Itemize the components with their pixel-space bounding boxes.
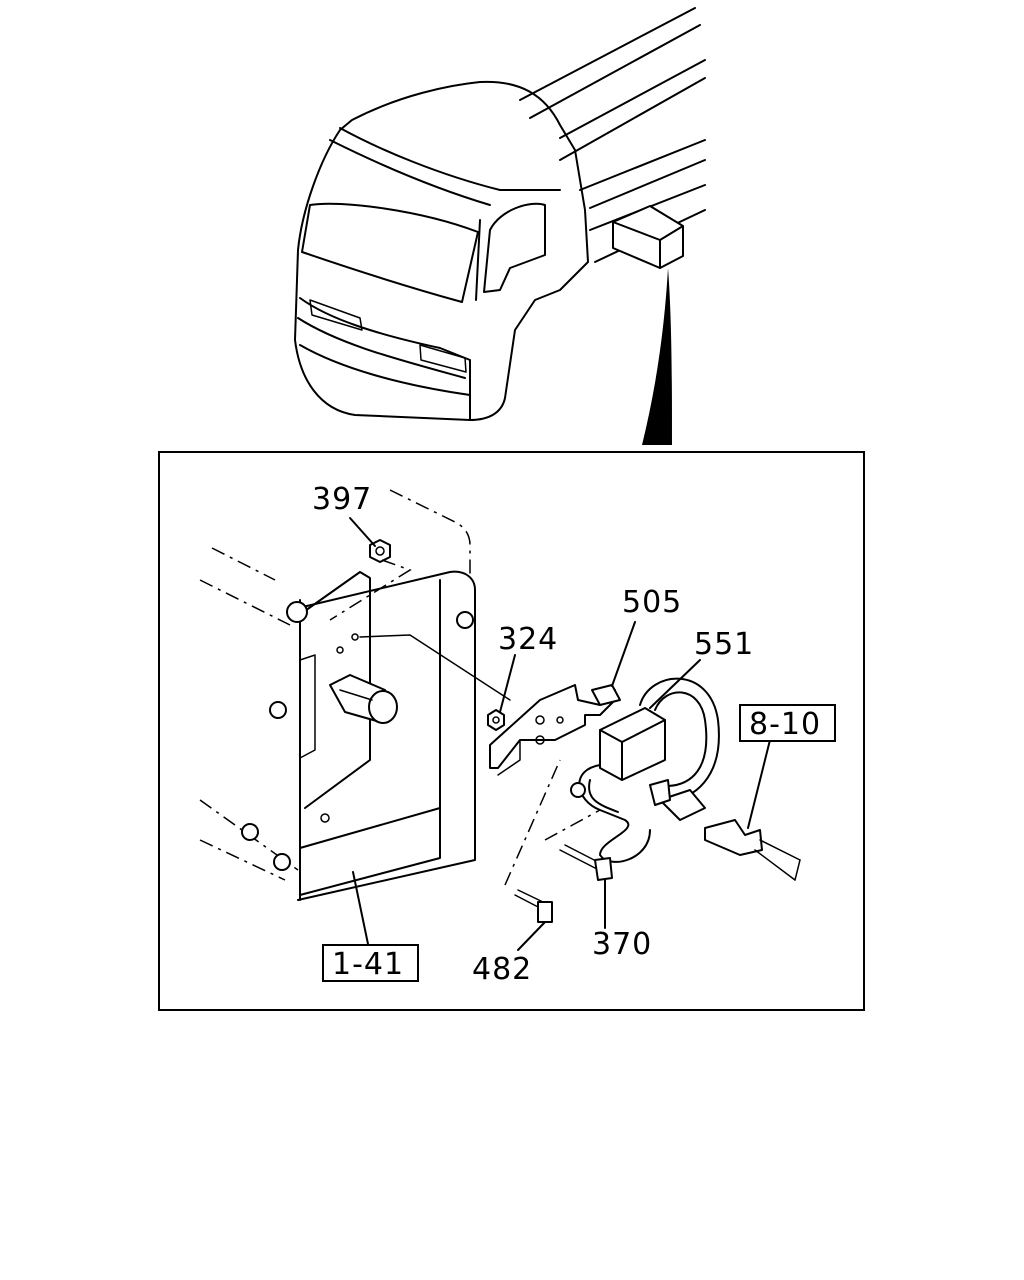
callout-324: 324 [498,622,558,657]
leader-lines [349,517,771,951]
bracket-assembly [487,677,801,923]
detail-frame [158,451,865,1011]
ref-box-8-10[interactable]: 8-10 [739,704,836,742]
ref-label-8-10: 8-10 [749,707,821,742]
callout-551: 551 [694,627,754,662]
callout-482: 482 [472,952,532,987]
ref-label-1-41: 1-41 [332,947,404,982]
callout-505: 505 [622,585,682,620]
callout-370: 370 [592,927,652,962]
callout-397: 397 [312,482,372,517]
ref-box-1-41[interactable]: 1-41 [322,944,419,982]
battery-box-assembly [199,489,511,901]
truck-overview [294,7,706,445]
